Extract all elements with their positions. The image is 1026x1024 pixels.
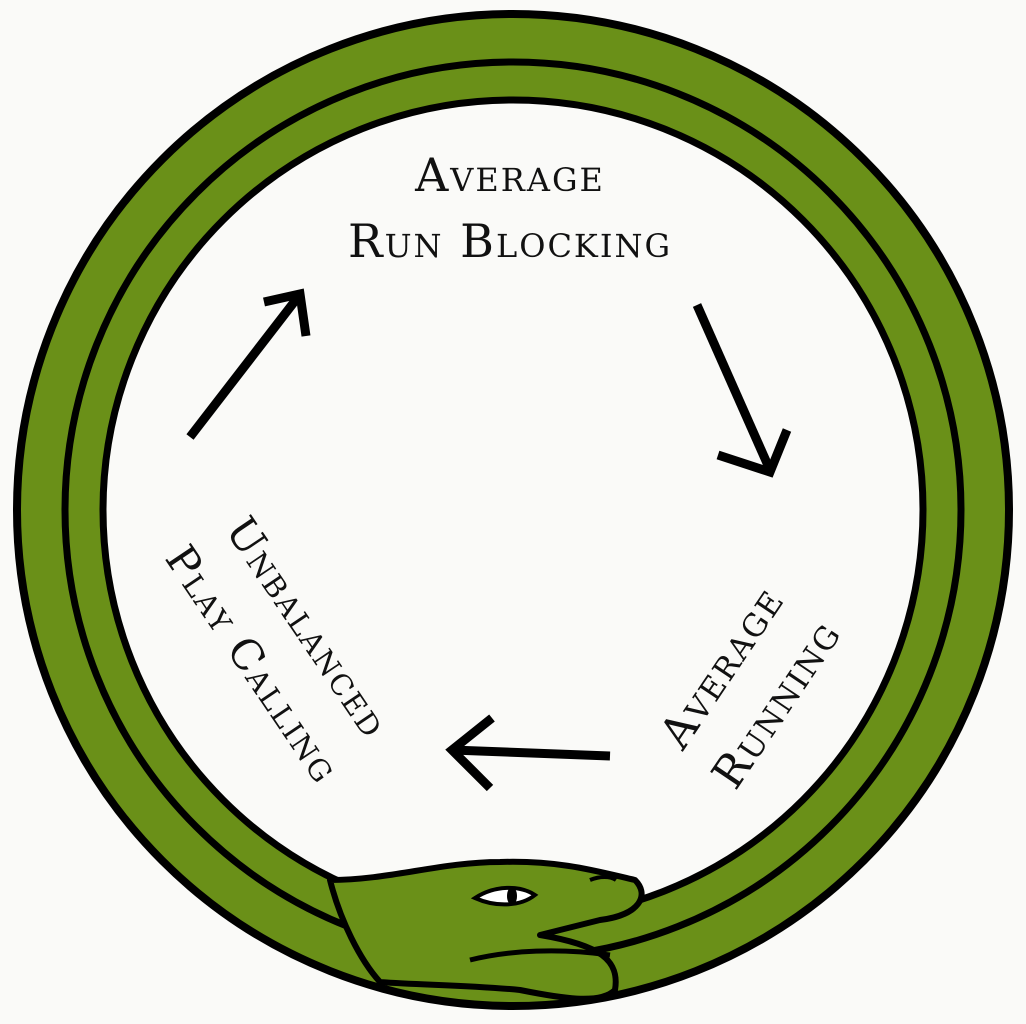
label-average-run-blocking: Average Run Blocking	[260, 142, 760, 274]
arrow-icon	[186, 288, 792, 792]
label-line: Run Blocking	[347, 214, 673, 268]
label-line: Average	[415, 148, 605, 202]
